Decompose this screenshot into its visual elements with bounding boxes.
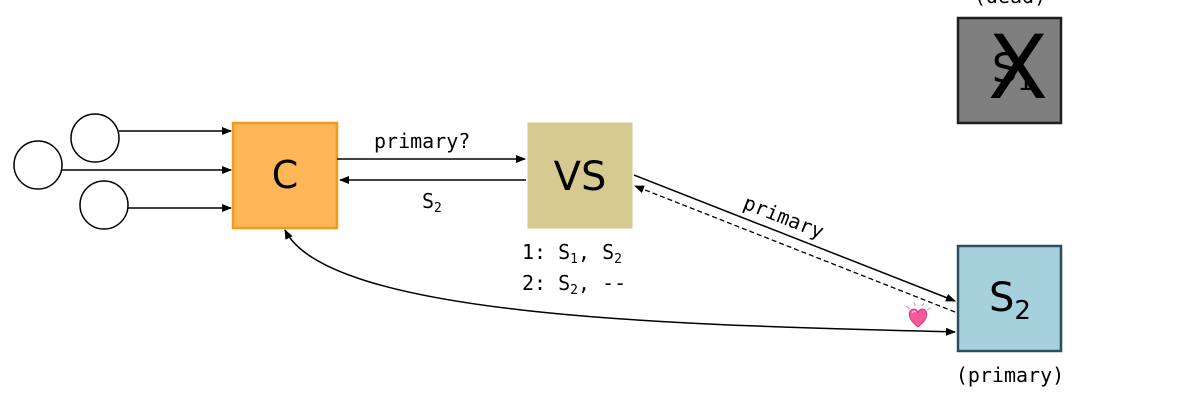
ack-arrow [634, 185, 956, 313]
server1-label: S1 [992, 46, 1034, 97]
view-service-box [527, 122, 633, 229]
view-service-label: VS [554, 154, 607, 200]
reply-label: S2 [422, 189, 442, 216]
heart-icon [905, 301, 932, 328]
client-node-1 [70, 113, 120, 163]
client-server-arrow [284, 229, 956, 336]
view-row-1: 1: S1, S2 [522, 240, 622, 267]
server1-cross-icon: X [988, 16, 1048, 119]
server1-status: (dead) [974, 0, 1046, 8]
server2-label: S2 [989, 275, 1031, 326]
client-node-3 [79, 180, 129, 230]
server2-status: (primary) [956, 363, 1064, 387]
server1-box [956, 16, 1063, 125]
view-row-2: 2: S2, -- [522, 271, 626, 298]
notify-label: primary [740, 190, 827, 243]
client-box [231, 121, 339, 230]
server2-box [956, 244, 1063, 353]
query-label: primary? [374, 129, 470, 153]
client-box-label: C [272, 153, 299, 197]
notify-arrow [633, 174, 956, 302]
client-node-2 [13, 140, 63, 190]
